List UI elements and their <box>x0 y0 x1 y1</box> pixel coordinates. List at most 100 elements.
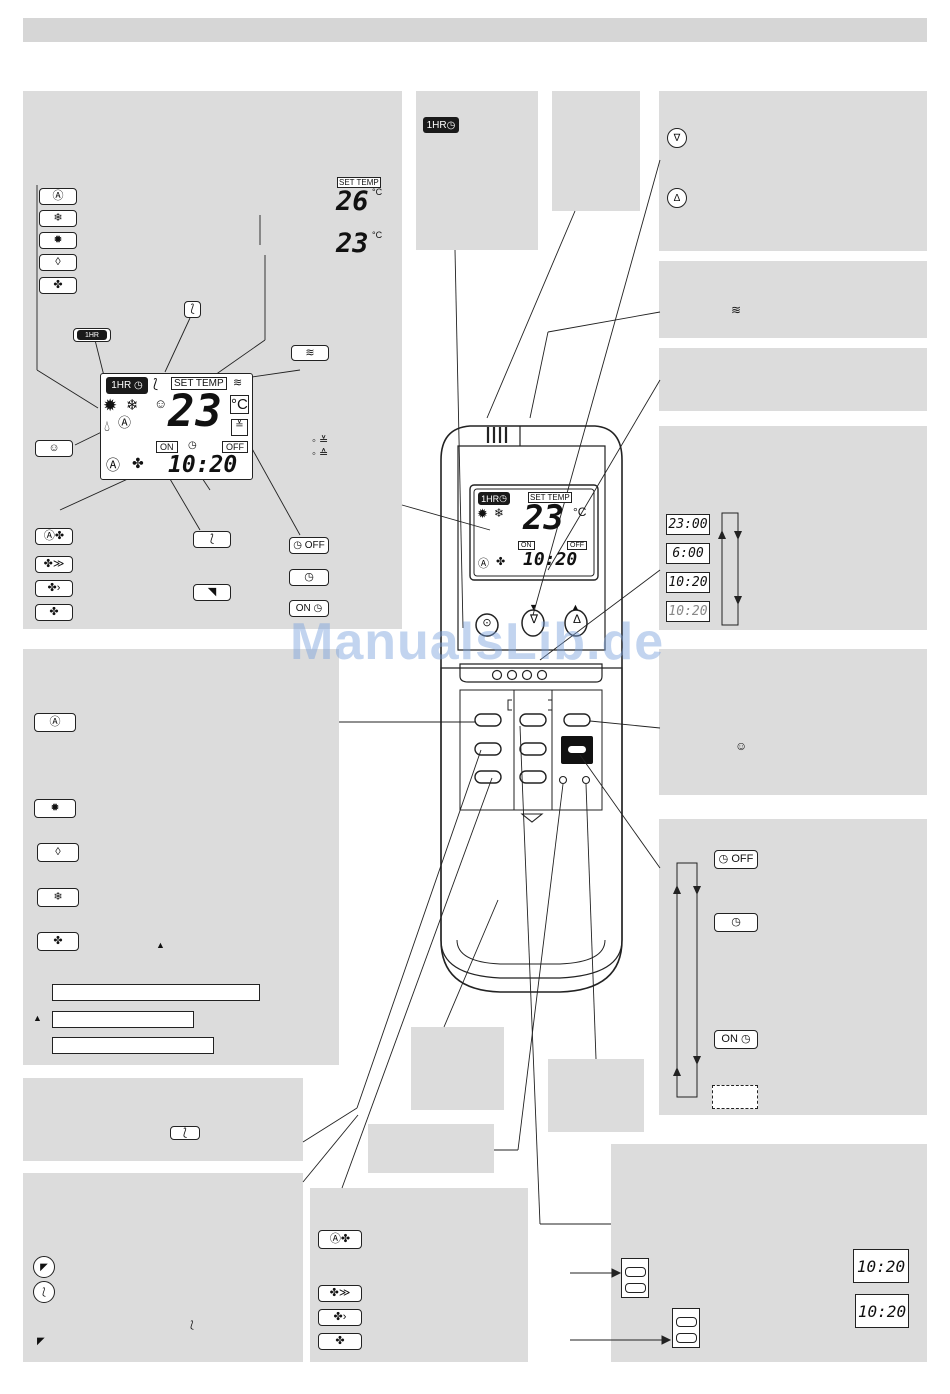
remote-temperature-value: 23 <box>523 498 564 538</box>
set-temp-high-unit: °C <box>372 187 383 197</box>
panel-timer <box>659 819 927 1115</box>
swing-fixed-icon: ◥ <box>193 584 231 601</box>
hour-badge: 1HR ◷ <box>106 377 148 394</box>
sleep-face-icon: ☺ <box>35 440 73 457</box>
panel-battery <box>411 1027 504 1110</box>
header-bar <box>23 18 927 42</box>
remote-set-temp-label: SET TEMP <box>528 492 572 503</box>
timer-set-icon: ◷ <box>714 913 758 932</box>
swing-auto-icon: ⟅ <box>170 1126 200 1140</box>
set-temp-low-value: 23 <box>336 228 369 259</box>
set-temp-low-unit: °C <box>372 230 383 240</box>
panel-note-1 <box>659 348 927 411</box>
timer-set-icon: ◷ <box>289 569 329 586</box>
timer-off-icon: ◷ OFF <box>289 537 329 554</box>
temp-up-button[interactable]: Δ <box>572 612 581 626</box>
swing-icon: ⟅ <box>184 301 201 318</box>
temp-up-icon: Δ <box>667 188 687 208</box>
temp-down-icon: ∇ <box>667 128 687 148</box>
timer-on-icon: ON ◷ <box>714 1030 758 1049</box>
swing-auto-icon: ⟅ <box>193 531 231 548</box>
heat-mode-icon: ✹ <box>103 396 118 415</box>
auto-mode-icon: Ⓐ <box>118 415 132 430</box>
dry-mode-icon: ◊ <box>39 254 77 271</box>
cool-mode-icon: ❄ <box>37 888 79 907</box>
dry-mode-icon: ◊ <box>37 843 79 862</box>
fan-icon: ✤ <box>132 455 144 471</box>
panel-signal-window <box>552 91 640 211</box>
clock-value: 10:20 <box>168 452 238 478</box>
up-triangle-icon: ▲ <box>156 940 165 950</box>
on-label: ON <box>156 441 178 453</box>
battery-slot-1 <box>621 1258 649 1298</box>
panel-transmit <box>659 261 927 338</box>
remote-temperature-unit: °C <box>573 505 587 519</box>
signal-icon: ≋ <box>731 303 742 317</box>
fan-speed-low-icon: ◦ ≙ <box>312 448 329 460</box>
temp-down-arrow-icon: ▼ <box>529 602 538 612</box>
panel-swing-2 <box>23 1173 303 1362</box>
swing-auto-icon: ⟅ <box>33 1281 55 1303</box>
fan-mid-icon: ✤› <box>35 580 73 597</box>
fan-mode-icon: ✤ <box>37 932 79 951</box>
timer-icon: ◷ <box>188 440 197 451</box>
panel-temp-buttons <box>659 91 927 251</box>
temp-down-button[interactable]: ∇ <box>529 612 539 626</box>
sleep-face-icon: ☺ <box>735 739 748 753</box>
mode-bar-1 <box>52 984 260 1001</box>
timer-off-icon: ◷ OFF <box>714 850 758 869</box>
cool-mode-icon: ❄ <box>39 210 77 227</box>
remote-off-label: OFF <box>567 541 587 550</box>
sleep-face-icon: ☺ <box>154 396 168 411</box>
swing-icon: ⟅ <box>153 376 159 391</box>
auto-fan-icon: Ⓐ <box>106 457 120 473</box>
clock-example-2: 10:20 <box>855 1294 909 1328</box>
remote-cool-icon: ❄ <box>494 506 505 520</box>
one-hour-badge: 1HR◷ <box>423 117 459 133</box>
power-button[interactable]: ⊙ <box>482 617 492 629</box>
clock-display-2: 6:00 <box>666 543 710 564</box>
set-temp-example-label: SET TEMP <box>337 177 381 188</box>
signal-icon: ≋ <box>233 377 243 389</box>
temp-up-arrow-icon: ▲ <box>571 602 580 612</box>
auto-fan-icon: Ⓐ✤ <box>318 1230 362 1249</box>
swing-small-icon: ⟅ <box>190 1320 194 1331</box>
fan-high-icon: ✤≫ <box>318 1285 362 1302</box>
swing-arrow-icon: ◤ <box>37 1336 45 1347</box>
heat-mode-icon: ✹ <box>39 232 77 249</box>
up-triangle-icon: ▲ <box>33 1013 42 1023</box>
remote-fan-icon: ✤ <box>496 556 506 568</box>
panel-sleep <box>659 649 927 795</box>
swing-fixed-icon: ◤ <box>33 1256 55 1278</box>
remote-hour-badge: 1HR◷ <box>478 492 510 505</box>
auto-mode-icon: Ⓐ <box>34 713 76 732</box>
battery-slot-2 <box>672 1308 700 1348</box>
fan-mode-icon: ✤ <box>39 277 77 294</box>
clock-display-4: 10:20 <box>666 601 710 622</box>
hour-badge-icon: 1HR <box>73 328 111 342</box>
remote-auto-icon: Ⓐ <box>478 558 489 570</box>
remote-clock-value: 10:20 <box>523 549 578 570</box>
auto-mode-icon: Ⓐ <box>39 188 77 205</box>
auto-fan-icon: Ⓐ✤ <box>35 528 73 545</box>
panel-reset <box>368 1124 494 1173</box>
panel-swing-1 <box>23 1078 303 1161</box>
panel-check <box>548 1059 644 1132</box>
clock-display-1: 23:00 <box>666 514 710 535</box>
remote-on-label: ON <box>518 541 535 550</box>
signal-icon: ≋ <box>291 345 329 361</box>
clock-display-3: 10:20 <box>666 572 710 593</box>
heat-mode-icon: ✹ <box>34 799 76 818</box>
set-temp-label: SET TEMP <box>171 377 227 390</box>
fan-speed-high-icon: ◦ ≚ <box>312 435 329 447</box>
fan-mid-icon: ✤› <box>318 1309 362 1326</box>
set-temp-high-value: 26 <box>336 186 369 217</box>
mode-bar-2 <box>52 1011 194 1028</box>
clock-example-1: 10:20 <box>853 1249 909 1283</box>
temperature-unit: °C <box>230 395 249 414</box>
fan-low-icon: ✤ <box>35 604 73 621</box>
cool-mode-icon: ❄ <box>126 397 139 414</box>
fan-low-icon: ✤ <box>318 1333 362 1350</box>
remote-heat-icon: ✹ <box>477 506 488 521</box>
